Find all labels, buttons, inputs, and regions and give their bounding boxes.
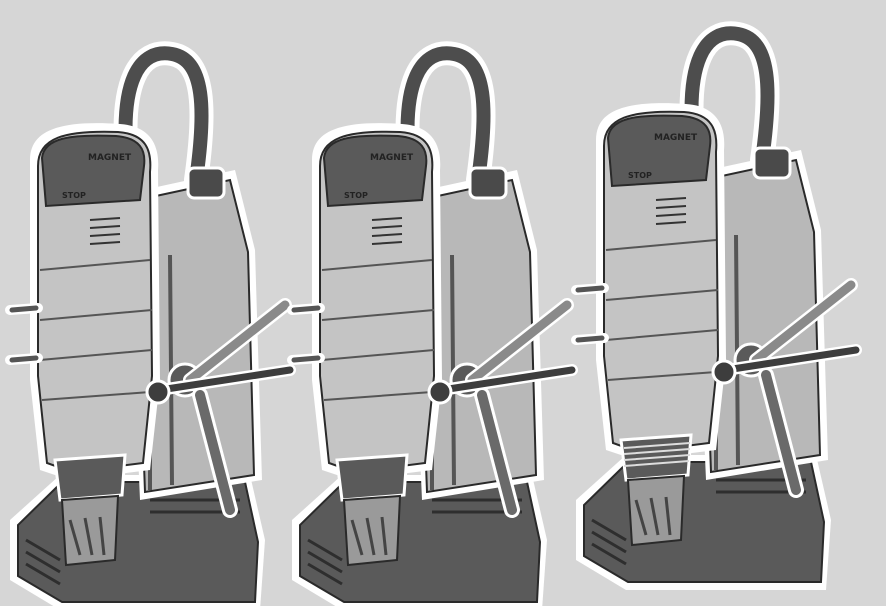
drill-left: MAGNET STOP	[10, 53, 290, 606]
panel-label-stop: STOP	[62, 191, 86, 200]
knurled-chuck-rings	[623, 442, 691, 467]
drill-right: MAGNET STOP	[576, 33, 856, 590]
panel-label-stop: STOP	[628, 171, 652, 180]
panel-label-magnet: MAGNET	[88, 153, 132, 163]
drill-middle: MAGNET STOP	[292, 53, 572, 606]
panel-label-magnet: MAGNET	[654, 133, 698, 143]
panel-label-magnet: MAGNET	[370, 153, 414, 163]
panel-label-stop: STOP	[344, 191, 368, 200]
